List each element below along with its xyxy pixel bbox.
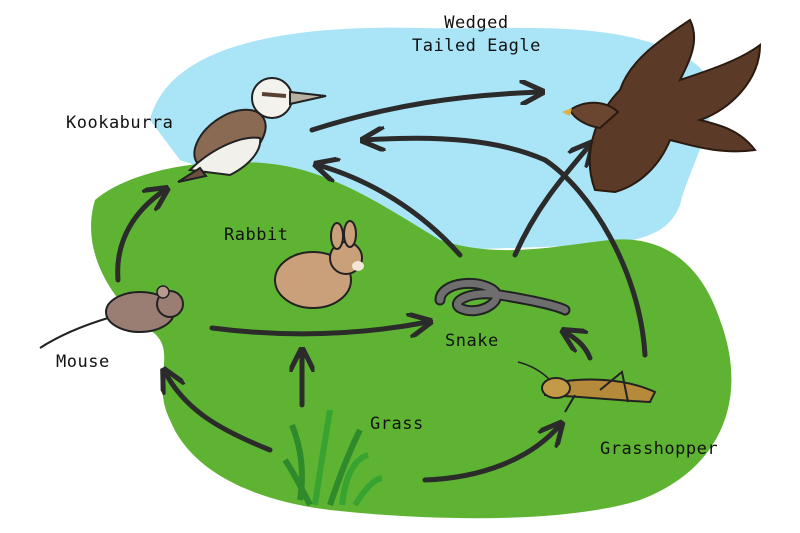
label-rabbit: Rabbit — [224, 225, 289, 245]
land-background — [91, 161, 732, 519]
grass-illustration — [282, 409, 383, 507]
rabbit-illustration — [274, 220, 364, 309]
arrow-mouse-to-snake — [209, 322, 428, 334]
arrow-grass-to-mouse — [165, 372, 273, 453]
label-kookaburra: Kookaburra — [66, 113, 174, 133]
label-eagle-line1: Wedged — [444, 13, 509, 33]
arrow-snake-to-kookaburra — [318, 165, 463, 258]
label-eagle-line2: Tailed Eagle — [412, 36, 541, 56]
label-grasshopper: Grasshopper — [600, 439, 719, 459]
arrow-kookaburra-to-eagle — [309, 92, 540, 133]
grasshopper-illustration — [517, 361, 657, 413]
label-mouse: Mouse — [56, 352, 110, 372]
mouse-illustration — [39, 285, 184, 349]
label-snake: Snake — [445, 331, 499, 351]
snake-illustration — [434, 277, 571, 317]
eagle-illustration — [562, 18, 762, 194]
label-grass: Grass — [370, 414, 424, 434]
arrow-grasshopper-to-eagle — [365, 138, 648, 358]
arrow-grasshopper-to-snake — [565, 332, 593, 361]
arrow-grass-to-grasshopper — [422, 425, 560, 483]
kookaburra-illustration — [177, 77, 327, 183]
feeding-arrows — [115, 92, 648, 483]
arrow-snake-to-eagle — [512, 145, 590, 258]
label-eagle: Wedged Tailed Eagle — [412, 12, 541, 58]
arrow-mouse-to-kookaburra — [115, 190, 165, 283]
